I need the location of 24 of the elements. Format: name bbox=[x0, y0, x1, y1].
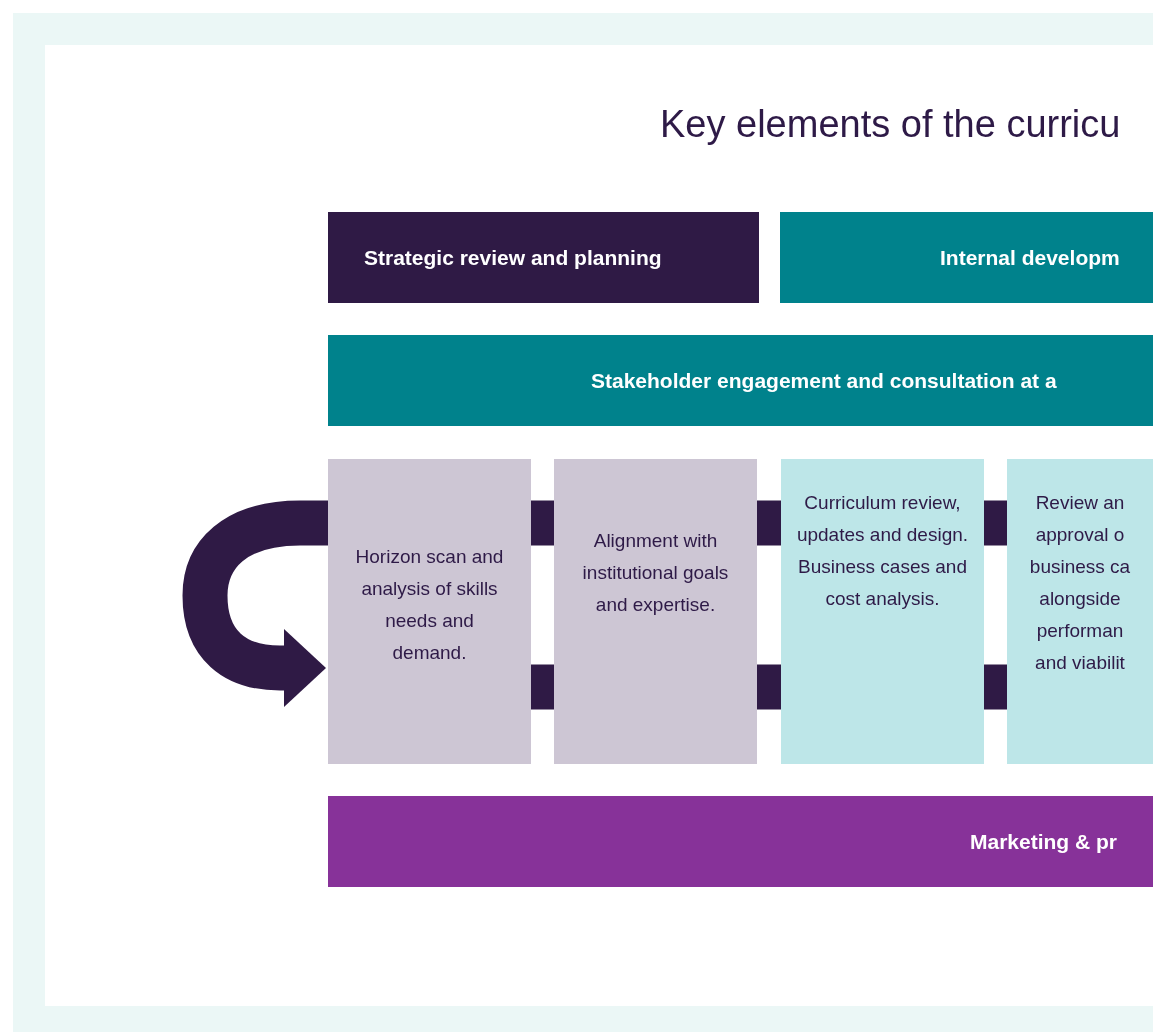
connector-bar bbox=[757, 664, 781, 710]
banner-label: Marketing & pr bbox=[970, 829, 1118, 854]
connector-bar bbox=[531, 664, 554, 710]
loop-arrow bbox=[182, 500, 328, 707]
process-box bbox=[781, 459, 984, 764]
step-text: Horizon scan and analysis of skills needs and demand. bbox=[354, 545, 505, 665]
banner-label: Internal developm bbox=[940, 245, 1120, 270]
step-text: Curriculum review, updates and design. Business cases and cost analysis. bbox=[795, 491, 970, 611]
connector-bar bbox=[531, 500, 554, 546]
process-box bbox=[1007, 459, 1153, 764]
connector-bar bbox=[984, 664, 1007, 710]
phase-banner bbox=[328, 335, 1153, 426]
banner-label: Strategic review and planning bbox=[364, 245, 662, 270]
process-box bbox=[554, 459, 757, 764]
diagram-title: Key elements of the curricu bbox=[660, 103, 1121, 146]
process-box bbox=[328, 459, 531, 764]
step-text: Alignment with institutional goals and expertise. bbox=[581, 529, 730, 617]
connector-bar bbox=[757, 500, 781, 546]
phase-banner bbox=[328, 212, 759, 303]
phase-banner bbox=[328, 796, 1153, 887]
step-text: Review an approval o business ca alongside performan and viabilit bbox=[1028, 491, 1132, 675]
phase-banner bbox=[780, 212, 1153, 303]
connector-bar bbox=[984, 500, 1007, 546]
banner-label: Stakeholder engagement and consultation at a bbox=[591, 368, 1057, 393]
